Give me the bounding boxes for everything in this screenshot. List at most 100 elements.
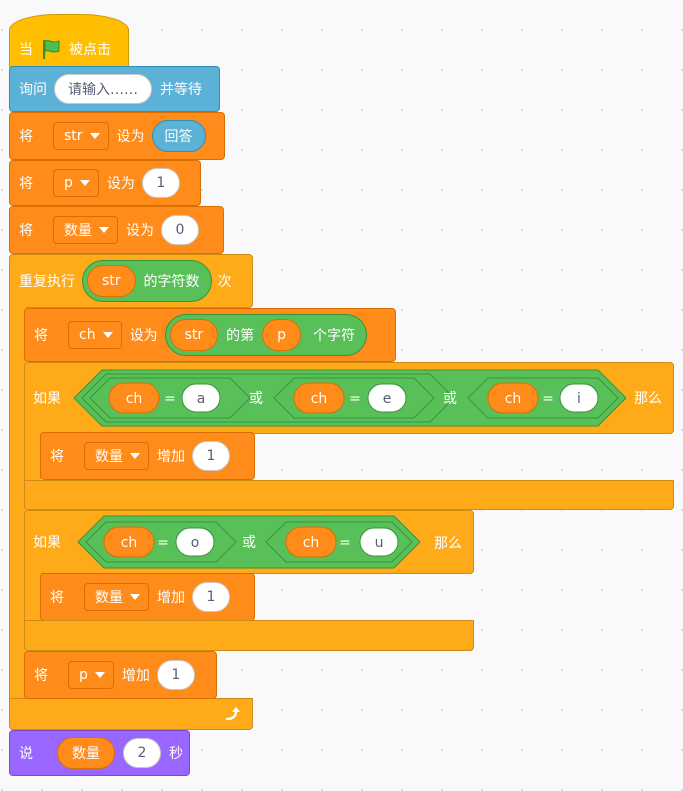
loop-arrow-icon (225, 707, 240, 721)
ask-prompt-input[interactable]: 请输入…… (54, 74, 152, 104)
to-label: 设为 (106, 176, 135, 192)
equals-sign: = (339, 535, 351, 551)
by-label: 增加 (121, 668, 150, 684)
variable-name: p (64, 175, 73, 191)
equals-sign: = (349, 391, 361, 407)
ch-reporter[interactable]: ch (121, 535, 138, 551)
ask-and-wait-block[interactable]: 询问 请输入…… 并等待 (9, 66, 220, 112)
set-label: 将 (19, 176, 33, 192)
or-condition-1[interactable]: ch = a 或 ch = e 或 ch = i (66, 362, 626, 434)
if-label: 如果 (33, 535, 61, 551)
or-label: 或 (249, 391, 263, 407)
variable-name: 数量 (64, 223, 92, 239)
by-label: 增加 (157, 449, 185, 465)
letter-label: 的第 (226, 328, 255, 344)
set-label: 将 (19, 129, 33, 145)
wait-label: 并等待 (160, 82, 202, 98)
variable-name: p (79, 667, 88, 683)
ch-reporter[interactable]: ch (311, 391, 328, 407)
dropdown-caret-icon (130, 453, 140, 459)
seconds-input[interactable]: 2 (123, 738, 161, 768)
set-ch-block[interactable]: 将 ch 设为 str 的第 p 个字符 (24, 308, 396, 362)
variable-name: ch (79, 327, 96, 343)
answer-reporter[interactable]: 回答 (151, 120, 206, 152)
variable-dropdown-ch[interactable]: ch (68, 321, 122, 349)
clicked-label: 被点击 (69, 42, 111, 58)
ch-reporter[interactable]: ch (303, 535, 320, 551)
or-condition-2[interactable]: ch = o 或 ch = u (70, 510, 430, 574)
then-label: 那么 (434, 536, 462, 552)
or-label: 或 (443, 391, 457, 407)
when-flag-clicked-block[interactable]: 当 被点击 (9, 14, 129, 70)
to-label: 设为 (116, 129, 145, 145)
letter-of-reporter[interactable]: str 的第 p 个字符 (164, 314, 368, 356)
set-label: 将 (34, 328, 48, 344)
dropdown-caret-icon (94, 672, 105, 678)
dropdown-caret-icon (130, 594, 140, 600)
count-reporter[interactable]: 数量 (57, 737, 115, 769)
length-of-reporter[interactable]: str 的字符数 (82, 260, 212, 302)
repeat-label: 重复执行 (19, 274, 75, 290)
value-input[interactable]: 1 (192, 582, 230, 612)
to-label: 设为 (129, 328, 158, 344)
ch-reporter[interactable]: ch (505, 391, 522, 407)
variable-dropdown-p[interactable]: p (53, 169, 99, 197)
or-label: 或 (242, 535, 256, 551)
length-label: 的字符数 (143, 274, 200, 290)
if-block-1-bottom[interactable] (24, 480, 674, 510)
value-input[interactable]: 1 (156, 660, 195, 690)
if-block-1-arm (24, 432, 41, 482)
variable-name: str (64, 128, 83, 144)
p-reporter[interactable]: p (262, 319, 302, 351)
repeat-block-bottom[interactable] (9, 698, 253, 730)
ch-reporter[interactable]: ch (126, 391, 143, 407)
set-label: 将 (19, 223, 33, 239)
when-label: 当 (19, 42, 33, 58)
dropdown-caret-icon (89, 133, 100, 139)
str-reporter[interactable]: str (87, 265, 136, 297)
str-reporter[interactable]: str (169, 319, 219, 351)
set-p-block[interactable]: 将 p 设为 1 (9, 160, 201, 206)
by-label: 增加 (157, 590, 185, 606)
equals-sign: = (164, 391, 176, 407)
ask-label: 询问 (19, 82, 47, 98)
if-block-2-arm (24, 572, 41, 622)
green-flag-icon (43, 40, 60, 59)
variable-dropdown-count[interactable]: 数量 (84, 583, 149, 611)
variable-dropdown-count[interactable]: 数量 (53, 216, 118, 244)
equals-sign: = (542, 391, 554, 407)
seconds-label: 秒 (169, 746, 183, 762)
value-input[interactable]: 1 (141, 168, 180, 198)
say-label: 说 (19, 746, 33, 762)
variable-dropdown-p[interactable]: p (68, 661, 114, 689)
set-count-block[interactable]: 将 数量 设为 0 (9, 206, 224, 254)
change-label: 将 (50, 449, 64, 465)
dropdown-caret-icon (102, 332, 113, 338)
variable-dropdown-count[interactable]: 数量 (84, 442, 149, 470)
value-input[interactable]: o (191, 535, 200, 551)
set-str-block[interactable]: 将 str 设为 回答 (9, 112, 225, 160)
variable-name: 数量 (95, 590, 123, 606)
value-input[interactable]: 1 (192, 441, 230, 471)
times-label: 次 (217, 274, 232, 290)
variable-name: 数量 (95, 449, 123, 465)
repeat-block-header[interactable]: 重复执行 str 的字符数 次 (9, 254, 253, 308)
if-block-2-bottom[interactable] (24, 620, 474, 651)
value-input[interactable]: 0 (161, 215, 199, 245)
change-count-block-2[interactable]: 将 数量 增加 1 (40, 573, 255, 621)
change-count-block-1[interactable]: 将 数量 增加 1 (40, 432, 255, 480)
value-input[interactable]: e (383, 391, 392, 407)
then-label: 那么 (634, 391, 662, 407)
to-label: 设为 (126, 223, 154, 239)
if-label: 如果 (33, 391, 61, 407)
dropdown-caret-icon (79, 180, 90, 186)
change-p-block[interactable]: 将 p 增加 1 (24, 651, 217, 699)
repeat-block-arm (9, 306, 26, 700)
value-input[interactable]: u (375, 535, 384, 551)
value-input[interactable]: i (577, 391, 581, 407)
change-label: 将 (50, 590, 64, 606)
of-label: 个字符 (313, 328, 356, 344)
value-input[interactable]: a (197, 391, 206, 407)
variable-dropdown-str[interactable]: str (53, 122, 109, 150)
say-for-secs-block[interactable]: 说 数量 2 秒 (9, 730, 190, 776)
